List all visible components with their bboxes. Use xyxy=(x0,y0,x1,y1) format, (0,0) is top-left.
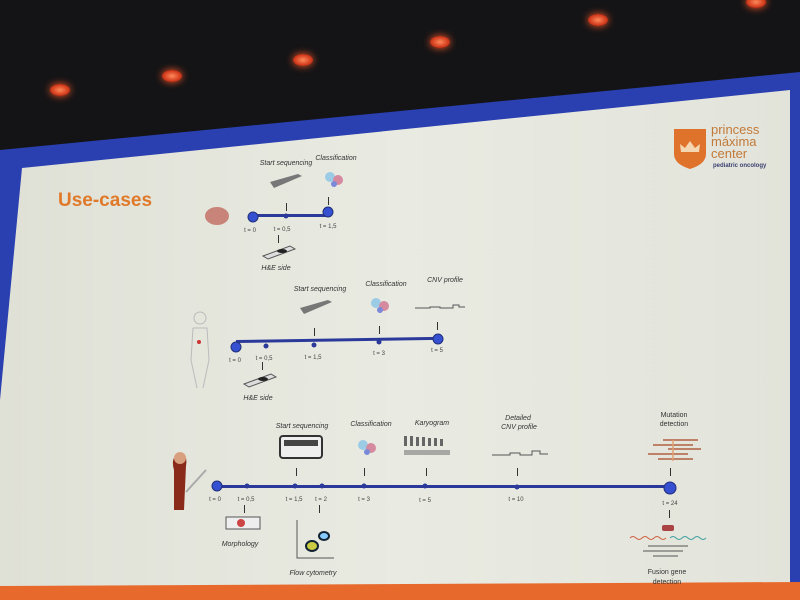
event-label: Start sequencing xyxy=(259,160,313,167)
arrow-icon xyxy=(328,197,329,205)
sequencing-plate-icon xyxy=(279,435,323,459)
arrow-icon xyxy=(426,468,427,476)
timeline-marker xyxy=(244,483,250,489)
logo-text: center xyxy=(711,146,748,161)
timeline-marker xyxy=(663,481,677,495)
timeline-marker xyxy=(283,213,289,219)
brain-icon xyxy=(205,207,229,225)
ceiling-light xyxy=(162,70,182,82)
event-label: H&E side xyxy=(243,395,273,402)
event-label: Flow cytometry xyxy=(289,570,337,577)
arrow-icon xyxy=(314,328,315,336)
ceiling-light xyxy=(293,54,313,66)
timeline-marker xyxy=(230,341,242,353)
event-label: Classification xyxy=(350,421,392,428)
timeline-marker xyxy=(319,483,325,489)
arrow-icon xyxy=(244,505,245,513)
event-label: Classification xyxy=(315,155,357,162)
event-label: CNV profile xyxy=(427,277,463,284)
ceiling-light xyxy=(588,14,608,26)
time-label: t = 5 xyxy=(431,348,443,354)
timeline-marker xyxy=(263,343,269,349)
slide-title: Use-cases xyxy=(58,190,153,211)
timeline-marker xyxy=(211,480,223,492)
event-label: detection xyxy=(652,579,682,586)
timeline-marker xyxy=(247,211,259,223)
morphology-slide-icon xyxy=(225,516,261,530)
time-label: t = 0,5 xyxy=(237,497,255,503)
karyogram-icon xyxy=(404,436,450,455)
cnv-profile-icon xyxy=(415,304,465,309)
timeline-marker xyxy=(422,483,428,489)
logo-text: máxima xyxy=(711,134,757,149)
time-label: t = 0,5 xyxy=(273,227,291,233)
ceiling-light xyxy=(50,84,70,96)
arrow-icon xyxy=(670,468,671,476)
time-label: t = 10 xyxy=(508,497,524,503)
timeline-marker xyxy=(292,483,298,489)
time-label: t = 1,5 xyxy=(304,355,322,361)
event-label: Fusion gene xyxy=(647,569,687,576)
sequencer-icon xyxy=(300,300,332,314)
sequencer-icon xyxy=(270,174,302,188)
time-label: t = 0 xyxy=(229,358,241,364)
cnv-profile-icon xyxy=(492,450,548,456)
timeline-marker xyxy=(311,342,317,348)
event-label: detection xyxy=(659,421,689,428)
event-label: CNV profile xyxy=(501,424,537,431)
bone-marrow-icon xyxy=(172,452,207,510)
time-label: t = 5 xyxy=(419,498,431,504)
logo: princess máxima center pediatric oncolog… xyxy=(673,122,793,174)
timeline-marker xyxy=(361,483,367,489)
arrow-icon xyxy=(296,468,297,476)
event-label: H&E side xyxy=(261,265,291,272)
slide-icon xyxy=(262,245,296,260)
classification-cluster-icon xyxy=(371,298,389,313)
arrow-icon xyxy=(364,468,365,476)
logo-tagline: pediatric oncology xyxy=(713,163,767,169)
time-label: t = 0 xyxy=(244,228,256,234)
arrow-icon xyxy=(669,510,670,518)
ceiling-light xyxy=(430,36,450,48)
arrow-icon xyxy=(262,362,263,370)
event-label: Classification xyxy=(365,281,407,288)
crown-shield-icon xyxy=(674,129,706,169)
time-label: t = 3 xyxy=(373,351,385,357)
timeline-marker xyxy=(376,339,382,345)
arrow-icon xyxy=(379,326,380,334)
timeline-axis xyxy=(253,214,328,217)
time-label: t = 2 xyxy=(315,497,327,503)
timeline-axis xyxy=(217,485,670,488)
time-label: t = 0,5 xyxy=(255,356,273,362)
logo-text: princess xyxy=(711,122,760,137)
classification-cluster-icon xyxy=(358,440,376,455)
classification-cluster-icon xyxy=(325,172,343,187)
time-label: t = 1,5 xyxy=(319,224,337,230)
time-label: t = 3 xyxy=(358,497,370,503)
event-label: Detailed xyxy=(505,415,531,422)
timeline-marker xyxy=(432,333,444,345)
flow-cytometry-plot-icon xyxy=(296,520,334,559)
time-label: t = 1,5 xyxy=(285,497,303,503)
mutation-reads-icon xyxy=(648,439,701,461)
ceiling-light xyxy=(746,0,766,8)
child-figure-icon xyxy=(190,311,210,389)
timeline-marker xyxy=(322,206,334,218)
event-label: Morphology xyxy=(221,541,259,548)
slide-icon xyxy=(243,373,277,388)
slide-footer-bar xyxy=(0,582,800,600)
arrow-icon xyxy=(286,203,287,211)
time-label: t = 24 xyxy=(662,501,678,507)
time-label: t = 0 xyxy=(209,497,221,503)
fusion-gene-icon xyxy=(629,525,707,557)
arrow-icon xyxy=(517,468,518,476)
arrow-icon xyxy=(319,505,320,513)
arrow-icon xyxy=(437,322,438,330)
event-label: Mutation xyxy=(660,412,688,419)
event-label: Start sequencing xyxy=(293,286,347,293)
event-label: Start sequencing xyxy=(275,423,329,430)
timeline-marker xyxy=(514,484,520,490)
arrow-icon xyxy=(278,235,279,243)
event-label: Karyogram xyxy=(414,420,450,427)
